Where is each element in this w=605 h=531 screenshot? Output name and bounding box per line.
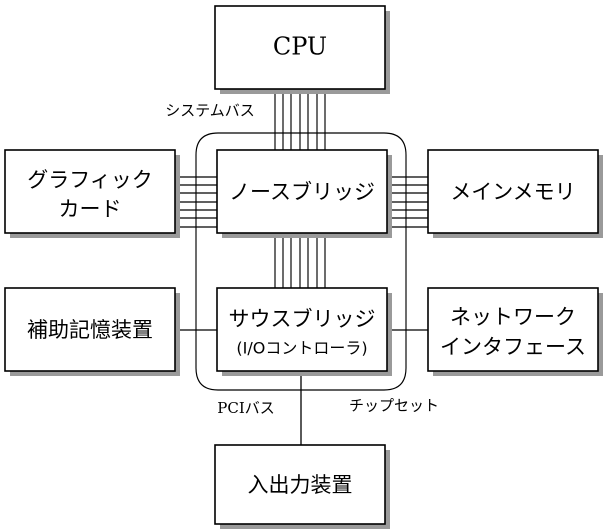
box-southbridge-label-line1: サウスブリッジ	[229, 307, 376, 331]
box-graphics-card-label-line1: グラフィック	[27, 168, 153, 192]
box-graphics-card[interactable]: グラフィック カード	[4, 149, 180, 238]
box-northbridge-label: ノースブリッジ	[229, 180, 375, 204]
northbridge-memory-wires	[386, 176, 428, 228]
system-bus-label: システムバス	[165, 102, 255, 120]
box-storage-label: 補助記憶装置	[27, 318, 153, 342]
box-io-device[interactable]: 入出力装置	[214, 444, 390, 529]
box-network-interface-label-line1: ネットワーク	[450, 305, 576, 329]
box-main-memory-label: メインメモリ	[450, 180, 575, 204]
chipset-label: チップセット	[349, 397, 439, 415]
box-network-interface-label-line2: インタフェース	[440, 335, 586, 359]
box-cpu-label: CPU	[273, 33, 327, 61]
box-network-interface[interactable]: ネットワーク インタフェース	[427, 287, 603, 376]
northbridge-southbridge-wires	[274, 237, 326, 288]
box-io-device-label: 入出力装置	[248, 473, 353, 497]
box-southbridge-label-line2: (I/Oコントローラ)	[236, 339, 367, 358]
graphics-northbridge-wires	[175, 176, 217, 228]
box-storage[interactable]: 補助記憶装置	[4, 287, 180, 376]
box-graphics-card-label-line2: カード	[59, 197, 122, 221]
chipset-outline	[195, 132, 407, 265]
box-northbridge[interactable]: ノースブリッジ	[216, 149, 392, 238]
box-cpu[interactable]: CPU	[214, 5, 390, 94]
pci-bus-label: PCIバス	[217, 399, 275, 417]
box-southbridge[interactable]: サウスブリッジ (I/Oコントローラ)	[216, 287, 392, 376]
system-bus-wires	[274, 88, 326, 151]
box-main-memory[interactable]: メインメモリ	[427, 149, 603, 238]
